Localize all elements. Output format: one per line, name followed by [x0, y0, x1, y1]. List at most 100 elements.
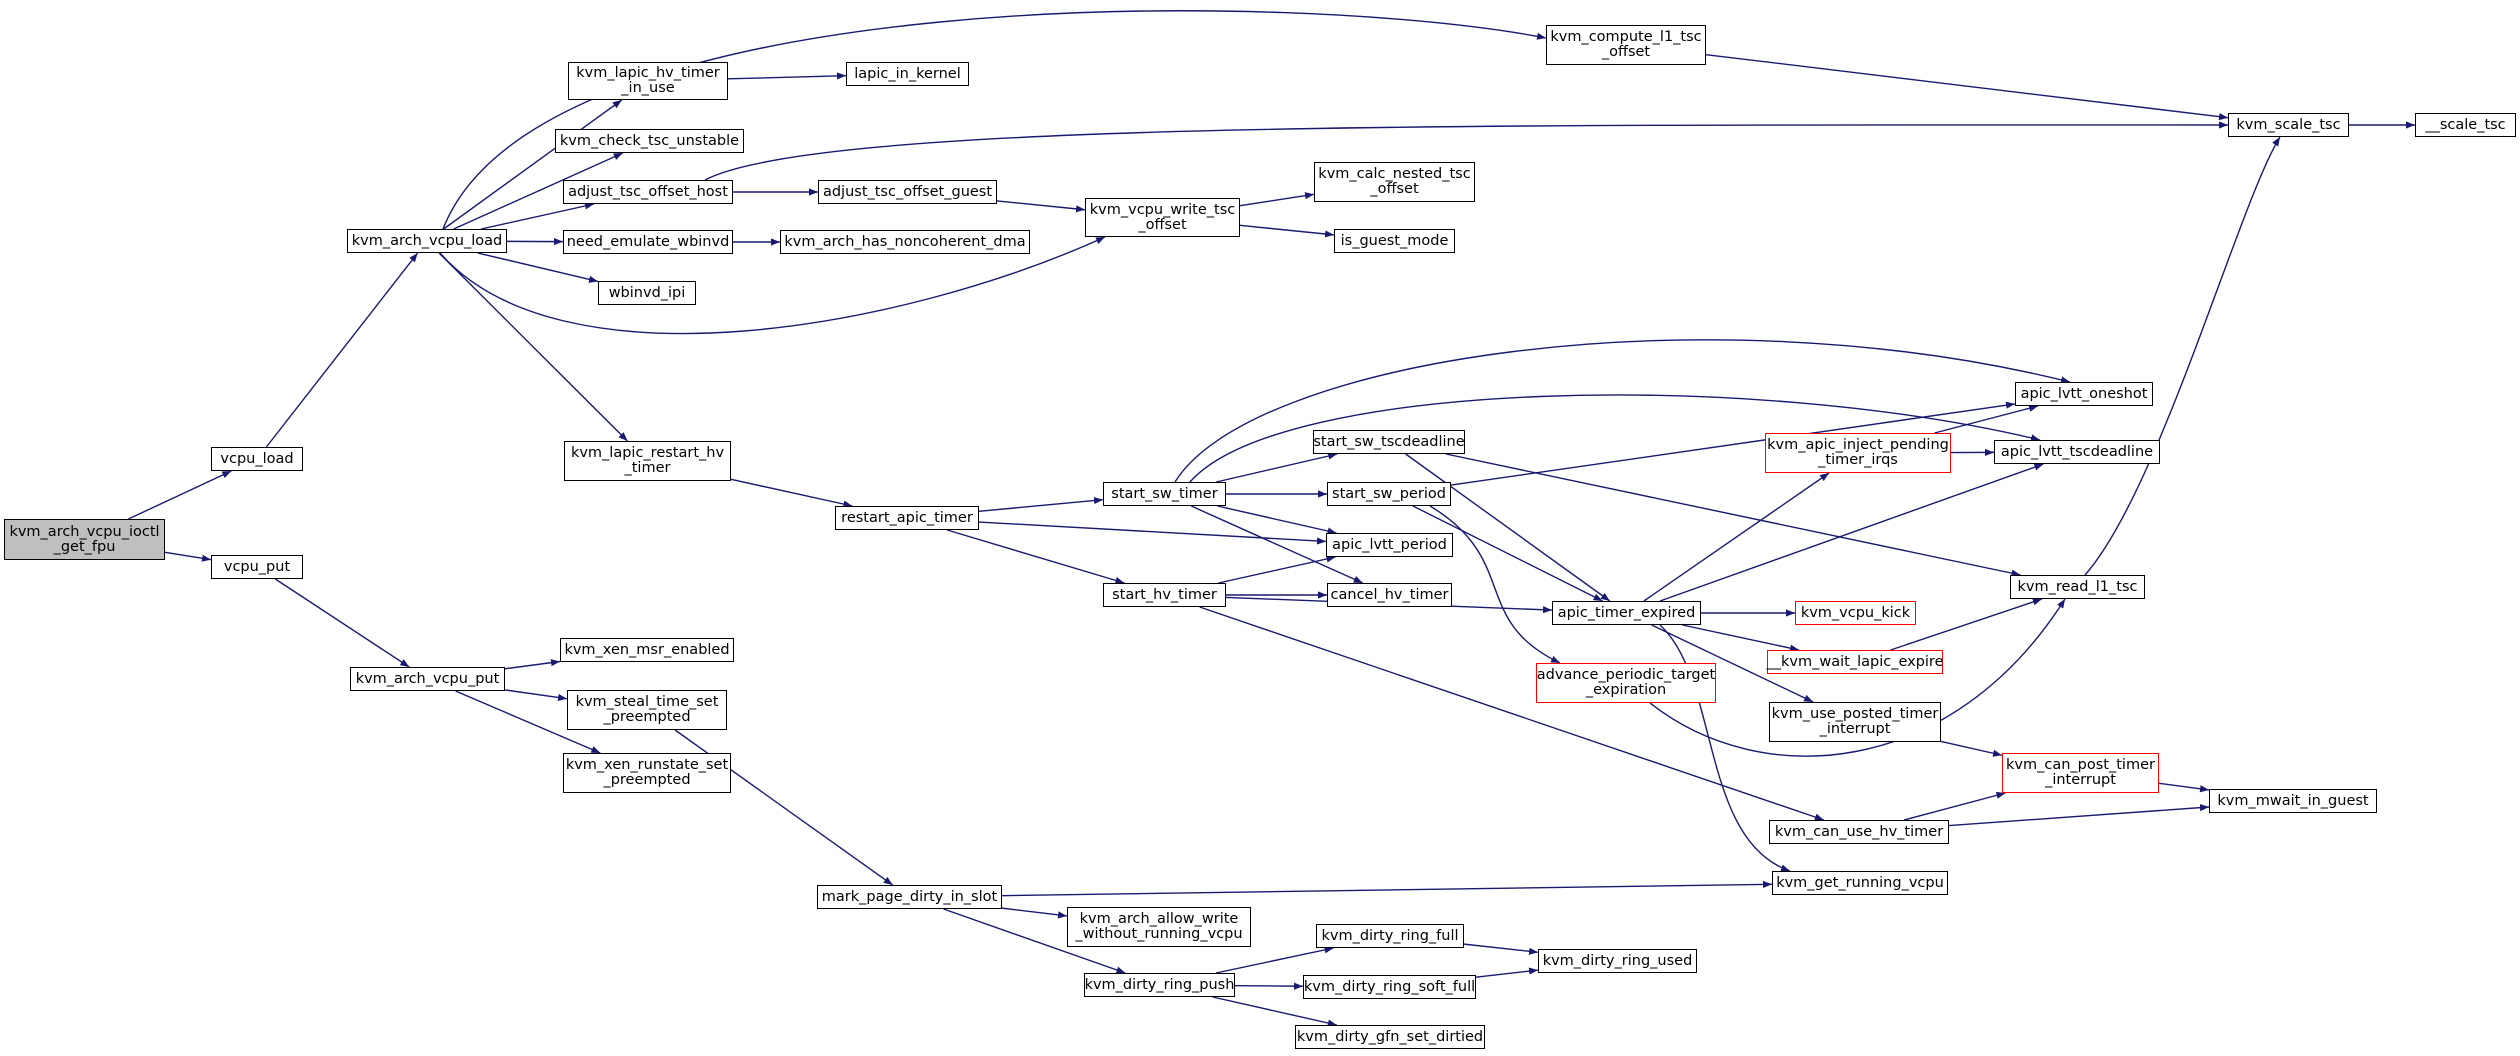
- node-start-sw-tscdeadline[interactable]: start_sw_tscdeadline: [1313, 430, 1465, 454]
- edge-start_sw_timer-to-apic_lvtt_tscdeadline: [1189, 394, 2041, 483]
- edge-start_sw_timer-to-start_sw_tscdeadline: [1216, 452, 1338, 483]
- edge-vcpu_load-to-kvm_arch_vcpu_load: [265, 252, 419, 448]
- node-kvm-dirty-ring-soft-full[interactable]: kvm_dirty_ring_soft_full: [1303, 975, 1476, 999]
- edge-kvm_arch_vcpu_load-to-kvm_check_tsc_unstable: [453, 152, 624, 230]
- node-kvm-compute-l1-tsc-offset[interactable]: kvm_compute_l1_tsc _offset: [1546, 25, 1706, 65]
- edge-kvm_use_posted_timer_interrupt-to-kvm_can_post_timer_interrupt: [1940, 740, 2003, 757]
- edge-__kvm_wait_lapic_expire-to-kvm_read_l1_tsc: [1890, 598, 2043, 651]
- node-kvm-lapic-hv-timer-in-use[interactable]: kvm_lapic_hv_timer _in_use: [568, 62, 728, 100]
- node-kvm-xen-msr-enabled[interactable]: kvm_xen_msr_enabled: [560, 638, 734, 662]
- edge-kvm_apic_inject_pending_timer_irqs-to-apic_lvtt_oneshot: [1934, 404, 2039, 434]
- node-apic-lvtt-period[interactable]: apic_lvtt_period: [1326, 533, 1453, 557]
- node-kvm-vcpu-write-tsc-offset[interactable]: kvm_vcpu_write_tsc _offset: [1085, 198, 1240, 237]
- node-kvm-dirty-ring-push[interactable]: kvm_dirty_ring_push: [1084, 973, 1235, 997]
- node-start-hv-timer[interactable]: start_hv_timer: [1103, 583, 1226, 607]
- edge-apic_timer_expired-to-kvm_get_running_vcpu: [1659, 624, 1791, 872]
- edge-kvm_compute_l1_tsc_offset-to-kvm_scale_tsc: [1705, 53, 2229, 121]
- node-kvm-lapic-restart-hv-timer[interactable]: kvm_lapic_restart_hv _timer: [564, 441, 731, 481]
- edge-kvm_arch_vcpu_load-to-kvm_lapic_hv_timer_in_use: [443, 99, 623, 230]
- node-kvm-arch-has-noncoherent-dma[interactable]: kvm_arch_has_noncoherent_dma: [780, 230, 1030, 254]
- node-need-emulate-wbinvd[interactable]: need_emulate_wbinvd: [563, 230, 733, 254]
- node-root: kvm_arch_vcpu_ioctl _get_fpu: [4, 519, 165, 560]
- edge-adjust_tsc_offset_host-to-kvm_scale_tsc: [704, 121, 2229, 181]
- edge-kvm_arch_vcpu_load-to-adjust_tsc_offset_host: [480, 202, 595, 230]
- node---scale-tsc[interactable]: __scale_tsc: [2415, 113, 2516, 137]
- edge-mark_page_dirty_in_slot-to-kvm_get_running_vcpu: [1001, 880, 1773, 897]
- edge-mark_page_dirty_in_slot-to-kvm_dirty_ring_push: [943, 908, 1126, 974]
- edge-adjust_tsc_offset_guest-to-kvm_vcpu_write_tsc_offset: [996, 200, 1086, 213]
- node-cancel-hv-timer[interactable]: cancel_hv_timer: [1327, 583, 1452, 607]
- edge-mark_page_dirty_in_slot-to-kvm_arch_allow_write_without_running_vcpu: [1001, 907, 1068, 919]
- node-kvm-xen-runstate-set-preempted[interactable]: kvm_xen_runstate_set _preempted: [563, 753, 731, 793]
- edge-kvm_can_use_hv_timer-to-kvm_can_post_timer_interrupt: [1903, 791, 2006, 821]
- node-start-sw-timer[interactable]: start_sw_timer: [1103, 482, 1226, 506]
- node-adjust-tsc-offset-guest[interactable]: adjust_tsc_offset_guest: [818, 180, 997, 204]
- node-apic-timer-expired[interactable]: apic_timer_expired: [1552, 601, 1701, 625]
- node-adjust-tsc-offset-host[interactable]: adjust_tsc_offset_host: [563, 180, 733, 204]
- edge-start_hv_timer-to-kvm_can_use_hv_timer: [1199, 606, 1825, 821]
- node-kvm-calc-nested-tsc-offset[interactable]: kvm_calc_nested_tsc _offset: [1314, 162, 1475, 202]
- edge-kvm_lapic_hv_timer_in_use-to-lapic_in_kernel: [727, 72, 847, 80]
- edge-advance_periodic_target_expiration-to-kvm_read_l1_tsc: [1649, 598, 2066, 757]
- edge-kvm_arch_vcpu_put-to-kvm_xen_msr_enabled: [504, 659, 561, 670]
- edge-kvm_arch_vcpu_put-to-kvm_steal_time_set_preempted: [504, 689, 568, 702]
- node-advance-periodic-target-expiration[interactable]: advance_periodic_target _expiration: [1536, 663, 1716, 703]
- node-kvm-arch-vcpu-load[interactable]: kvm_arch_vcpu_load: [347, 229, 507, 253]
- node-kvm-dirty-ring-full[interactable]: kvm_dirty_ring_full: [1316, 924, 1464, 948]
- node-kvm-can-post-timer-interrupt[interactable]: kvm_can_post_timer _interrupt: [2002, 753, 2159, 793]
- node-lapic-in-kernel[interactable]: lapic_in_kernel: [846, 62, 969, 86]
- edge-kvm_arch_vcpu_put-to-kvm_xen_runstate_set_preempted: [455, 690, 601, 754]
- node-kvm-dirty-ring-used[interactable]: kvm_dirty_ring_used: [1538, 949, 1697, 973]
- edge-apic_timer_expired-to-apic_lvtt_tscdeadline: [1659, 463, 2044, 602]
- node-kvm-scale-tsc[interactable]: kvm_scale_tsc: [2228, 113, 2349, 137]
- edge-start_sw_timer-to-cancel_hv_timer: [1190, 505, 1364, 584]
- node-is-guest-mode[interactable]: is_guest_mode: [1334, 229, 1455, 253]
- edge-kvm_arch_vcpu_load-to-kvm_lapic_restart_hv_timer: [438, 252, 628, 442]
- node-apic-lvtt-oneshot[interactable]: apic_lvtt_oneshot: [2015, 382, 2153, 406]
- node-restart-apic-timer[interactable]: restart_apic_timer: [835, 506, 979, 530]
- edge-start_sw_tscdeadline-to-kvm_read_l1_tsc: [1445, 453, 2021, 577]
- edge-kvm_arch_vcpu_load-to-kvm_compute_l1_tsc_offset: [442, 10, 1547, 230]
- node-kvm-use-posted-timer-interrupt[interactable]: kvm_use_posted_timer _interrupt: [1769, 702, 1941, 742]
- node-mark-page-dirty-in-slot[interactable]: mark_page_dirty_in_slot: [817, 885, 1002, 909]
- edge-apic_timer_expired-to-kvm_apic_inject_pending_timer_irqs: [1643, 472, 1830, 602]
- edge-start_sw_tscdeadline-to-apic_timer_expired: [1405, 453, 1611, 602]
- edge-restart_apic_timer-to-apic_lvtt_period: [978, 521, 1327, 545]
- edge-start_sw_timer-to-apic_lvtt_period: [1217, 505, 1337, 535]
- node-kvm-steal-time-set-preempted[interactable]: kvm_steal_time_set _preempted: [567, 690, 727, 730]
- node-kvm-vcpu-kick[interactable]: kvm_vcpu_kick: [1795, 601, 1916, 625]
- node-wbinvd-ipi[interactable]: wbinvd_ipi: [598, 281, 696, 305]
- edge-start_sw_period-to-advance_periodic_target_expiration: [1429, 505, 1561, 664]
- edge-vcpu_put-to-kvm_arch_vcpu_put: [274, 578, 410, 668]
- edge-kvm_arch_vcpu_load-to-wbinvd_ipi: [477, 252, 599, 283]
- edge-kvm_dirty_ring_full-to-kvm_dirty_ring_used: [1463, 943, 1539, 955]
- edge-root-to-vcpu_put: [164, 551, 212, 562]
- node-kvm-mwait-in-guest[interactable]: kvm_mwait_in_guest: [2209, 789, 2377, 813]
- edge-kvm_lapic_restart_hv_timer-to-restart_apic_timer: [730, 478, 853, 508]
- node-kvm-dirty-gfn-set-dirtied[interactable]: kvm_dirty_gfn_set_dirtied: [1295, 1025, 1485, 1049]
- edge-kvm_read_l1_tsc-to-kvm_scale_tsc: [2084, 136, 2281, 576]
- node-kvm-arch-vcpu-put[interactable]: kvm_arch_vcpu_put: [350, 667, 505, 691]
- edge-kvm_dirty_ring_push-to-kvm_dirty_gfn_set_dirtied: [1212, 996, 1337, 1027]
- edge-apic_timer_expired-to-__kvm_wait_lapic_expire: [1682, 624, 1800, 652]
- node-start-sw-period[interactable]: start_sw_period: [1327, 482, 1451, 506]
- node-kvm-arch-allow-write-without-running-vcpu[interactable]: kvm_arch_allow_write _without_running_vc…: [1067, 907, 1251, 947]
- edge-kvm_can_use_hv_timer-to-kvm_mwait_in_guest: [1948, 804, 2210, 827]
- node---kvm-wait-lapic-expire[interactable]: __kvm_wait_lapic_expire: [1767, 650, 1944, 674]
- node-vcpu-put[interactable]: vcpu_put: [211, 555, 303, 579]
- edge-kvm_vcpu_write_tsc_offset-to-kvm_calc_nested_tsc_offset: [1239, 192, 1315, 207]
- edge-kvm_arch_vcpu_load-to-kvm_vcpu_write_tsc_offset: [439, 236, 1106, 335]
- edge-start_sw_period-to-apic_lvtt_oneshot: [1450, 401, 2016, 486]
- node-kvm-apic-inject-pending-timer-irqs[interactable]: kvm_apic_inject_pending _timer_irqs: [1765, 433, 1951, 473]
- node-apic-lvtt-tscdeadline[interactable]: apic_lvtt_tscdeadline: [1994, 440, 2160, 464]
- edge-root-to-vcpu_load: [128, 470, 232, 520]
- edge-apic_timer_expired-to-kvm_use_posted_timer_interrupt: [1651, 624, 1814, 703]
- node-vcpu-load[interactable]: vcpu_load: [211, 447, 303, 471]
- node-kvm-can-use-hv-timer[interactable]: kvm_can_use_hv_timer: [1769, 820, 1949, 844]
- node-kvm-check-tsc-unstable[interactable]: kvm_check_tsc_unstable: [555, 129, 744, 153]
- node-kvm-get-running-vcpu[interactable]: kvm_get_running_vcpu: [1772, 871, 1948, 895]
- edge-start_hv_timer-to-apic_lvtt_period: [1218, 555, 1336, 584]
- node-kvm-read-l1-tsc[interactable]: kvm_read_l1_tsc: [2010, 575, 2145, 599]
